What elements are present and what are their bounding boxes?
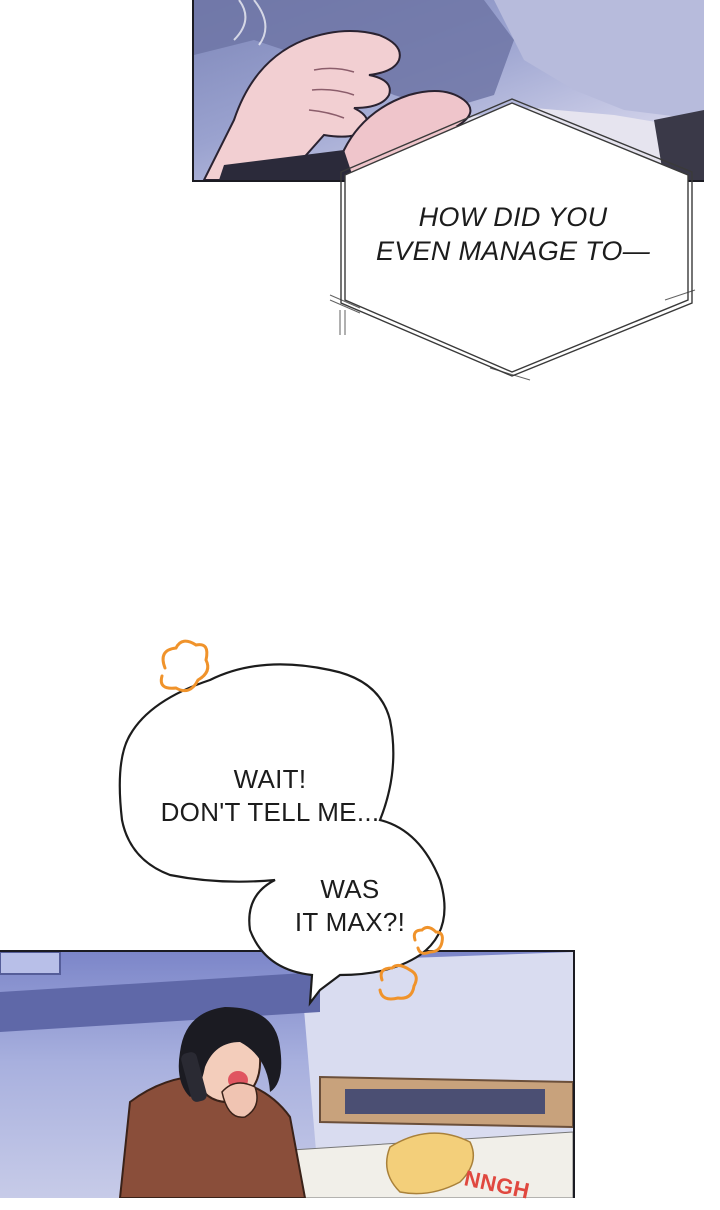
- speech-line: WAIT!: [233, 764, 307, 794]
- speech-text-upper: WAIT! DON'T TELL ME...: [120, 763, 420, 829]
- top-panel-artwork: [192, 0, 704, 182]
- narration-line: EVEN MANAGE TO—: [375, 236, 651, 266]
- speech-text-lower: WAS IT MAX?!: [270, 873, 430, 939]
- speech-line: DON'T TELL ME...: [160, 797, 380, 827]
- bottom-panel-artwork: [0, 950, 575, 1198]
- woman-on-phone-illustration: [0, 952, 573, 1198]
- narration-hexagon-box: [329, 98, 696, 381]
- narration-text: HOW DID YOU EVEN MANAGE TO—: [352, 200, 674, 268]
- hands-gripping-illustration: [194, 0, 704, 180]
- speech-line: WAS: [320, 874, 380, 904]
- speech-line: IT MAX?!: [294, 907, 406, 937]
- narration-line: HOW DID YOU: [418, 202, 608, 232]
